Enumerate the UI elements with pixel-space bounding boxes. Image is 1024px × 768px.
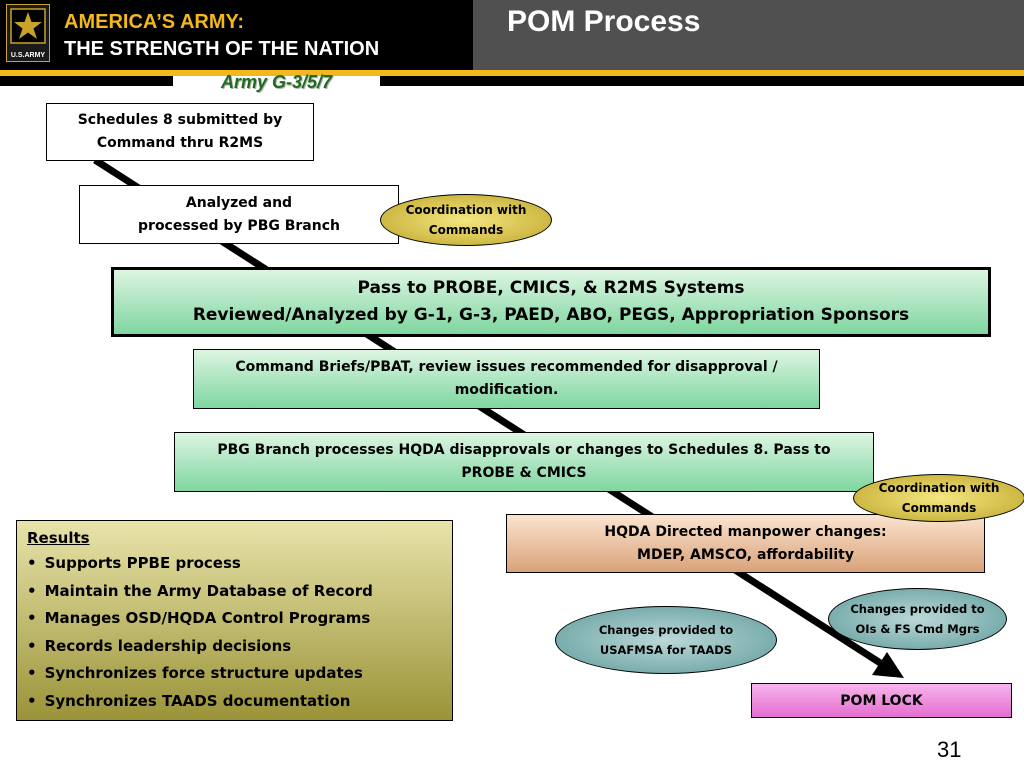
page-title: POM Process: [507, 5, 701, 38]
header-black-strip-left: [0, 76, 173, 86]
results-title: Results: [27, 529, 90, 547]
header-title-line2: THE STRENGTH OF THE NATION: [64, 38, 380, 60]
results-item: Synchronizes force structure updates: [27, 660, 442, 688]
page-number: 31: [937, 737, 962, 762]
step-command-briefs: Command Briefs/PBAT, review issues recom…: [193, 349, 820, 409]
header-banner: [0, 0, 473, 70]
star-icon: [10, 8, 46, 44]
page-subtitle: Army G-3/5/7: [220, 72, 333, 92]
header-title-panel: [473, 0, 1024, 70]
step-pbg-processes: PBG Branch processes HQDA disapprovals o…: [174, 432, 874, 492]
results-item: Records leadership decisions: [27, 633, 442, 661]
logo-text: U.S.ARMY: [10, 52, 46, 59]
results-item: Maintain the Army Database of Record: [27, 578, 442, 606]
step-pom-lock: POM LOCK: [751, 683, 1012, 718]
step-hqda-changes: HQDA Directed manpower changes:MDEP, AMS…: [506, 514, 985, 573]
results-item: Manages OSD/HQDA Control Programs: [27, 605, 442, 633]
arrow-head-icon: [872, 652, 904, 678]
army-logo: U.S.ARMY: [6, 4, 50, 62]
results-list: Supports PPBE process Maintain the Army …: [27, 550, 442, 715]
results-item: Supports PPBE process: [27, 550, 442, 578]
results-panel: Results Supports PPBE process Maintain t…: [16, 520, 453, 721]
header-black-strip-right: [380, 76, 1024, 86]
header-gold-strip: [0, 70, 1024, 76]
header-title-line1: AMERICA’S ARMY:: [64, 11, 244, 33]
results-item: Synchronizes TAADS documentation: [27, 688, 442, 716]
